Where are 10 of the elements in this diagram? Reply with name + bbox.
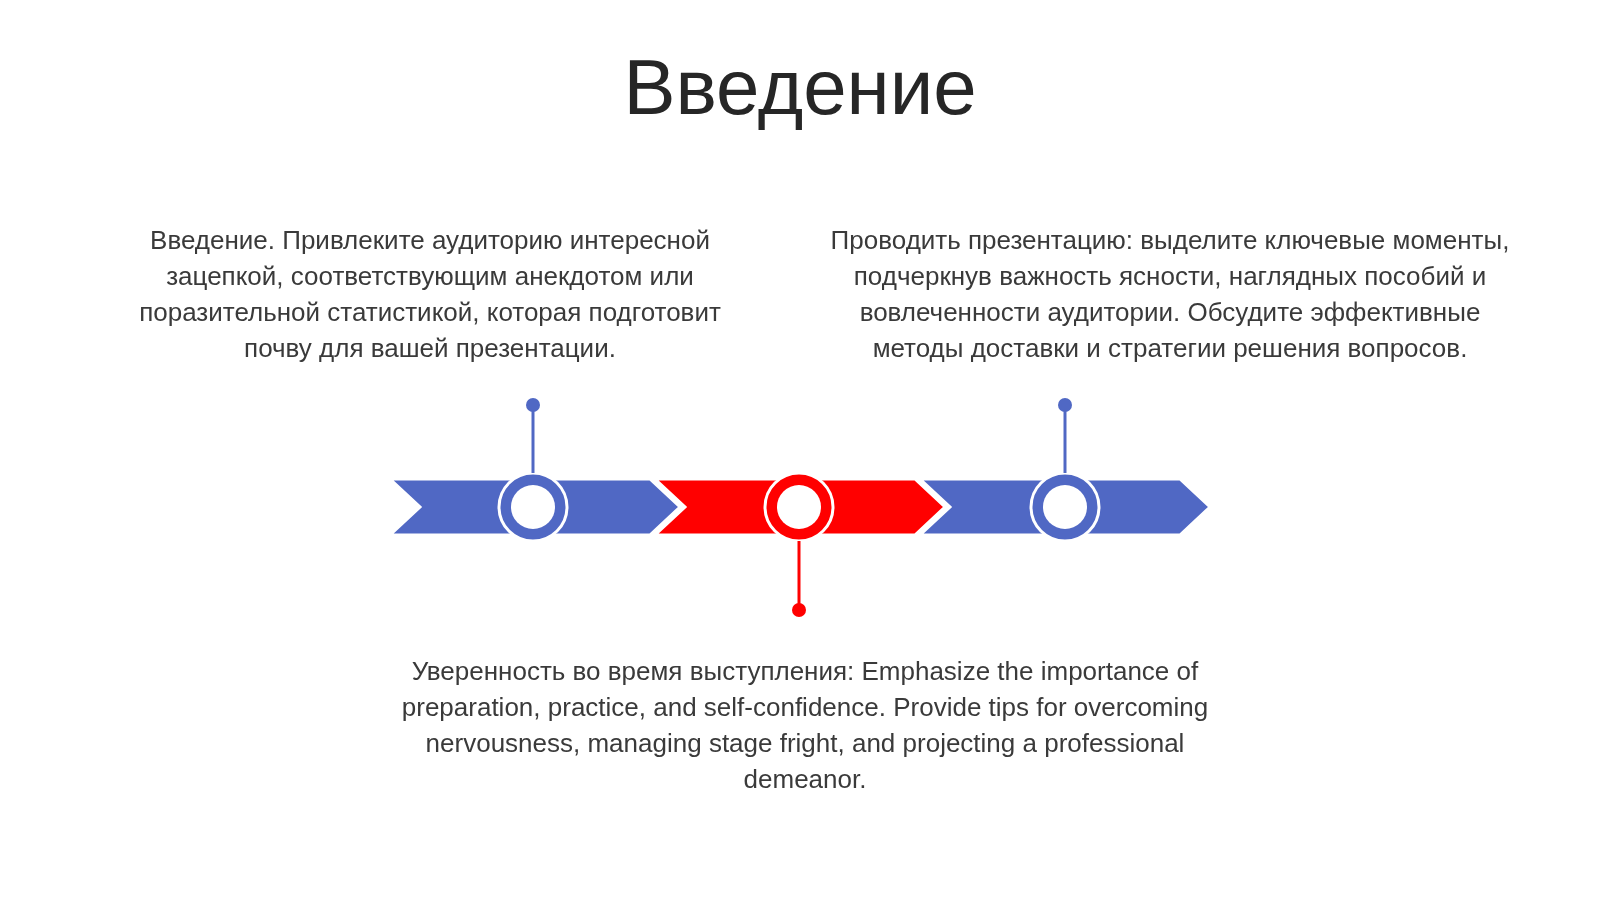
ring-marker bbox=[497, 471, 569, 543]
ring-marker bbox=[1029, 471, 1101, 543]
ring-marker bbox=[763, 471, 835, 543]
leader-line bbox=[792, 541, 806, 617]
leader-line bbox=[526, 398, 540, 473]
description-text: Проводить презентацию: выделите ключевые моменты, подчеркнув важность ясности, наглядных пособий и вовлеченности аудитории. Обсудите эффективные методы доставки и стратегии решения вопросов. bbox=[830, 224, 1510, 365]
slide-title: Введение bbox=[622, 42, 978, 133]
description-text: Введение. Привлеките аудиторию интересной зацепкой, соответствующим анекдотом или поразительной статистикой, которая подготовит почву для вашей презентации. bbox=[138, 224, 722, 365]
leader-line bbox=[1058, 398, 1072, 473]
description-text: Уверенность во время выступления: Emphasize the importance of preparation, practice, and self-confidence. Provide tips for overcoming nervousness, managing stage fright, and projecting a professional demeanor. bbox=[400, 655, 1210, 796]
